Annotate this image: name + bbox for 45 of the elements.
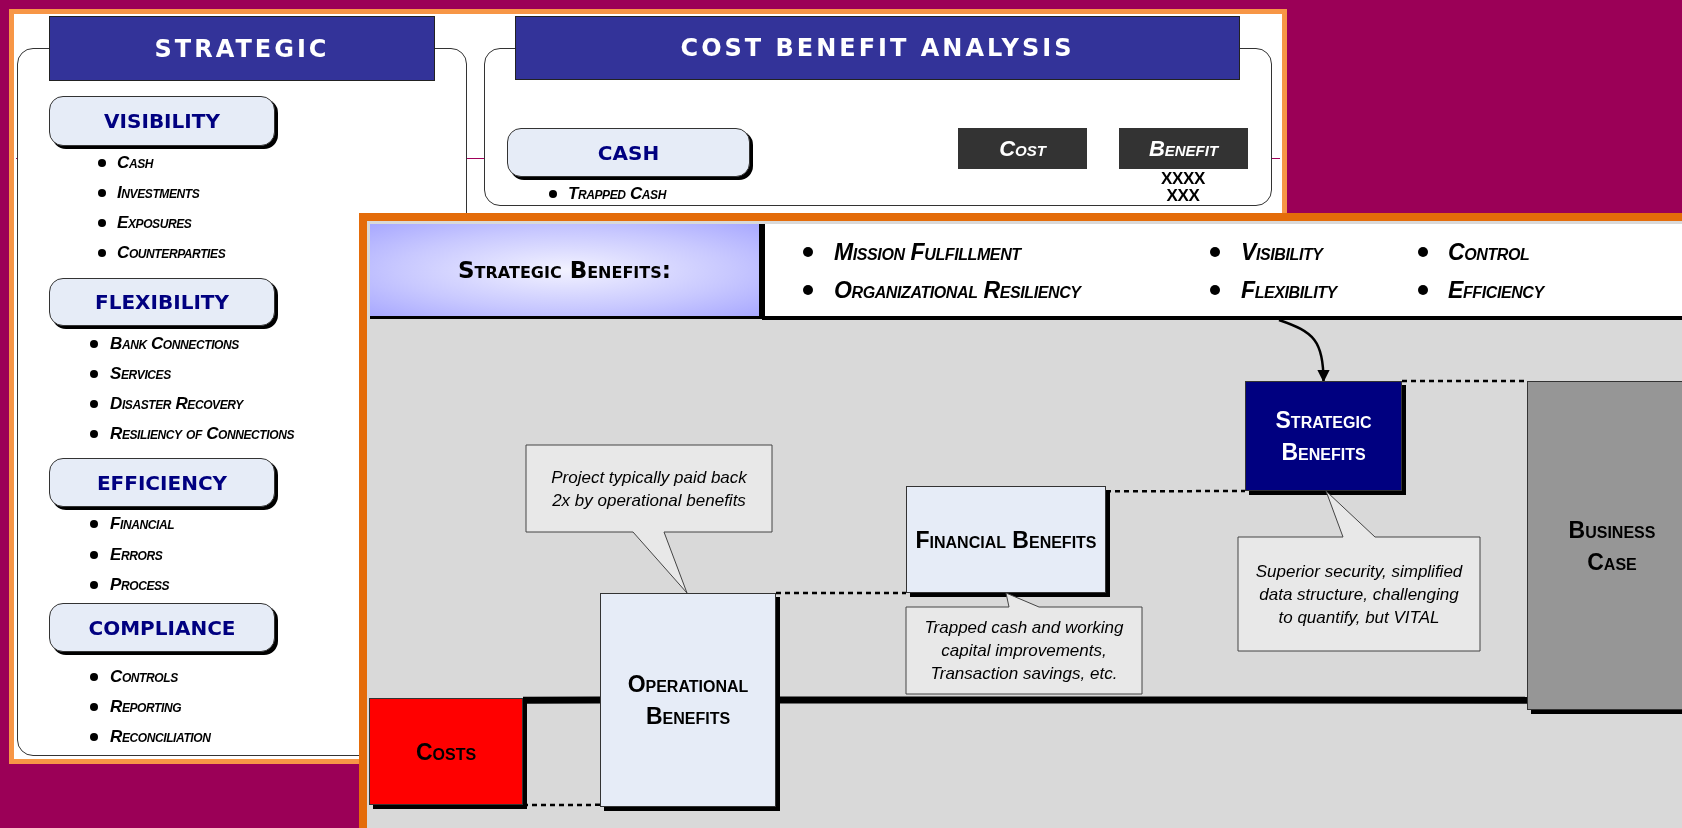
callout-text: Trapped cash and working capital improvements, Transaction savings, etc. bbox=[923, 617, 1125, 685]
list-item: Disaster Recovery bbox=[110, 394, 243, 414]
list-item: Resiliency of Connections bbox=[110, 424, 294, 444]
callout-text: Project typically paid back 2x by operational benefits bbox=[550, 466, 748, 512]
list-item: Financial bbox=[110, 514, 175, 534]
list-item: Reconciliation bbox=[110, 727, 211, 747]
list-box bbox=[762, 224, 1682, 320]
list-item: Controls bbox=[110, 667, 178, 687]
section-tab: CASH bbox=[507, 128, 750, 177]
connector-line bbox=[776, 591, 906, 595]
list-item: Services bbox=[110, 364, 171, 384]
section-tab: COMPLIANCE bbox=[49, 603, 275, 652]
connector-line bbox=[1402, 379, 1527, 383]
list-item: Reporting bbox=[110, 697, 182, 717]
table-value: XXX bbox=[1165, 187, 1201, 204]
column-header: Cost bbox=[958, 128, 1087, 169]
list-item: Mission Fulfillment bbox=[834, 238, 1021, 266]
table-value: XXXX bbox=[1160, 170, 1206, 187]
speech-callout bbox=[526, 445, 772, 593]
list-item: Process bbox=[110, 575, 170, 595]
list-item: Exposures bbox=[117, 213, 192, 233]
list-item: Visibility bbox=[1241, 238, 1323, 266]
list-item: Cash bbox=[117, 153, 153, 173]
section-tab: FLEXIBILITY bbox=[49, 278, 275, 326]
list-item: Investments bbox=[117, 183, 200, 203]
section-tab: EFFICIENCY bbox=[49, 458, 275, 507]
title-bar: STRATEGIC bbox=[49, 16, 435, 81]
list-item: Trapped Cash bbox=[568, 184, 666, 204]
list-item: Organizational Resiliency bbox=[834, 276, 1081, 304]
connector-line bbox=[523, 696, 600, 704]
speech-callout bbox=[1238, 491, 1480, 651]
arrow bbox=[1278, 318, 1330, 383]
list-item: Bank Connections bbox=[110, 334, 239, 354]
list-item: Errors bbox=[110, 544, 163, 565]
list-item: Control bbox=[1448, 238, 1530, 266]
header-box: Strategic Benefits: bbox=[370, 224, 762, 319]
callout-text: Superior security, simplified data structure, challenging to quantify, but VITAL bbox=[1254, 560, 1464, 629]
title-bar: COST BENEFIT ANALYSIS bbox=[515, 16, 1240, 80]
list-item: Efficiency bbox=[1448, 276, 1544, 304]
column-header: Benefit bbox=[1119, 128, 1248, 169]
section-tab: VISIBILITY bbox=[49, 96, 275, 146]
list-item: Flexibility bbox=[1241, 276, 1337, 304]
panel bbox=[484, 16, 1272, 206]
list-item: Counterparties bbox=[117, 243, 226, 263]
speech-callout bbox=[906, 593, 1142, 694]
